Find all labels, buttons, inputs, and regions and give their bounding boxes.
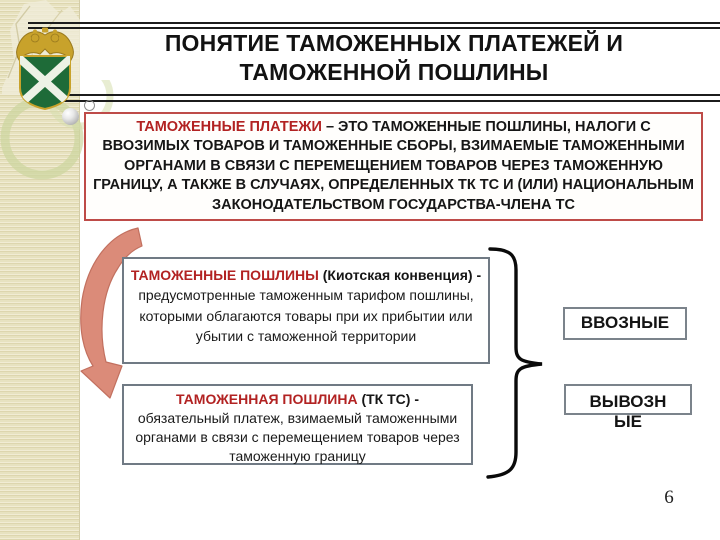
tkts-subterm: (ТК ТС) - [357, 391, 419, 407]
title-rule-bottom-1 [28, 94, 720, 96]
slide-title: ПОНЯТИЕ ТАМОЖЕННЫХ ПЛАТЕЖЕЙ И ТАМОЖЕННОЙ… [85, 29, 703, 87]
customs-payments-definition-box: ТАМОЖЕННЫЕ ПЛАТЕЖИ – ЭТО ТАМОЖЕННЫЕ ПОШЛ… [84, 112, 703, 221]
kyoto-duties-box: ТАМОЖЕННЫЕ ПОШЛИНЫ (Киотская конвенция) … [122, 257, 490, 364]
import-duties-label: ВВОЗНЫЕ [580, 313, 670, 332]
kyoto-term: ТАМОЖЕННЫЕ ПОШЛИНЫ [130, 267, 319, 283]
tkts-duty-box: ТАМОЖЕННАЯ ПОШЛИНА (ТК ТС) - обязательны… [122, 384, 473, 465]
title-rule-bottom-2 [28, 100, 720, 102]
export-duties-box: ВЫВОЗНЫЕ [564, 384, 692, 431]
right-curly-brace-icon [486, 247, 543, 479]
customs-emblem-icon [16, 27, 74, 110]
kyoto-subterm: (Киотская конвенция) - [318, 267, 482, 283]
import-duties-box: ВВОЗНЫЕ [563, 307, 687, 340]
kyoto-body: предусмотренные таможенным тарифом пошли… [138, 287, 474, 345]
bubble-sphere-icon [62, 108, 79, 125]
tkts-term: ТАМОЖЕННАЯ ПОШЛИНА [176, 391, 358, 407]
title-rule-top-2 [28, 27, 720, 29]
title-rule-top-1 [28, 22, 720, 24]
tkts-body: обязательный платеж, взимаемый таможенны… [135, 410, 460, 464]
slide-title-line2: ТАМОЖЕННОЙ ПОШЛИНЫ [239, 59, 549, 85]
definition-body: – ЭТО ТАМОЖЕННЫЕ ПОШЛИНЫ, НАЛОГИ С ВВОЗИ… [93, 119, 694, 213]
export-duties-label: ВЫВОЗНЫЕ [589, 392, 667, 431]
slide-title-line1: ПОНЯТИЕ ТАМОЖЕННЫХ ПЛАТЕЖЕЙ И [164, 30, 624, 56]
definition-term: ТАМОЖЕННЫЕ ПЛАТЕЖИ [136, 119, 322, 135]
curved-down-arrow-icon [80, 227, 143, 399]
bubble-ring-icon [84, 100, 95, 111]
page-number: 6 [664, 487, 674, 508]
